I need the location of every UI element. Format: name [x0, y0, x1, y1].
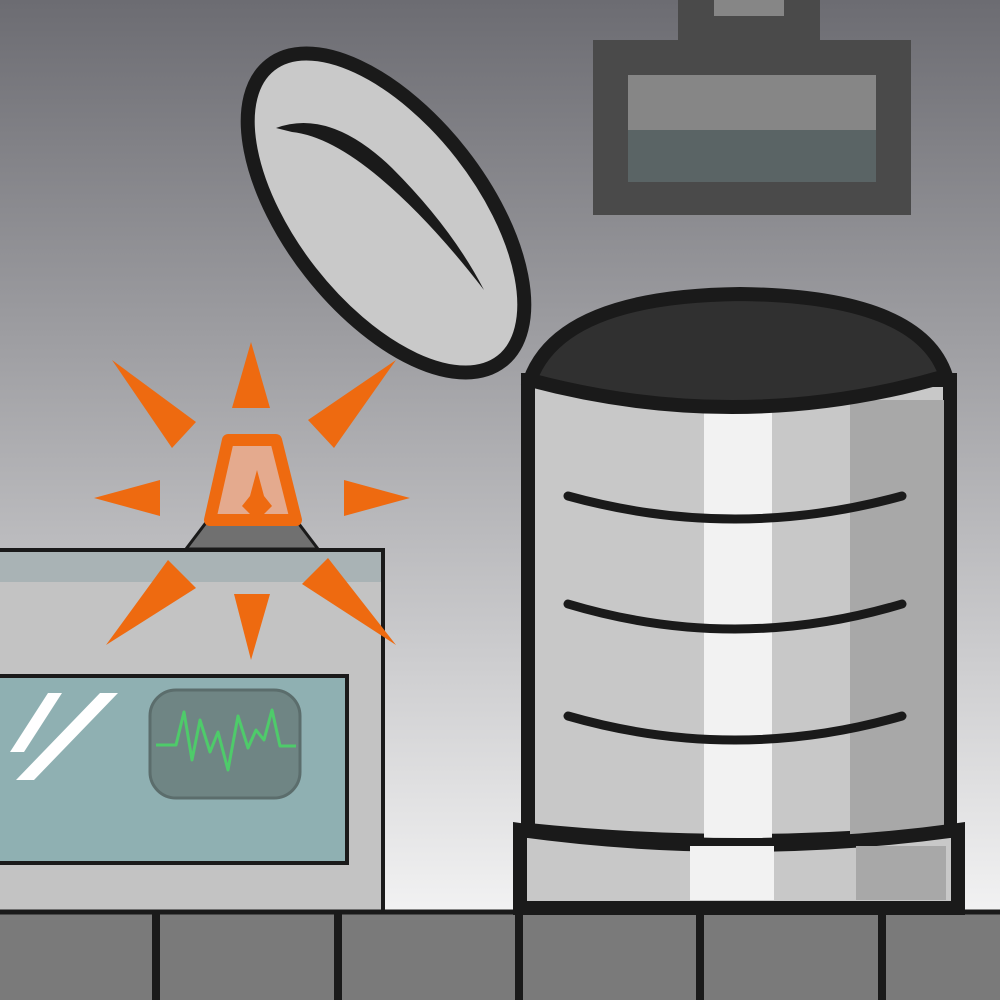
wall-panel-bracket-window — [714, 0, 784, 16]
alarm-ray — [94, 480, 160, 516]
heartbeat-monitor-icon — [148, 688, 302, 800]
can-lid — [240, 46, 532, 380]
tin-can — [513, 286, 965, 915]
alarm-ray — [302, 558, 396, 645]
can-open-top — [520, 286, 955, 415]
alarm-ray — [234, 594, 270, 660]
alarm-dome — [204, 434, 302, 526]
can-ridge — [563, 711, 907, 745]
alarm-light-icon — [94, 342, 410, 660]
screen-glare-2 — [16, 693, 118, 780]
can-rim-highlight — [690, 846, 774, 900]
factory-floor — [0, 909, 1000, 1000]
can-ridge — [563, 491, 907, 524]
can-highlight-stripe — [704, 400, 772, 840]
can-ridge — [563, 599, 907, 634]
alarm-sparkle — [242, 470, 272, 526]
wall-panel-dark-strip — [628, 130, 876, 182]
heartbeat-trace — [156, 708, 296, 772]
wall-panel-light-strip — [628, 75, 876, 130]
can-rim-shadow — [856, 846, 946, 900]
alarm-ray — [106, 560, 196, 645]
screen-glare — [10, 693, 62, 752]
wall-panel — [593, 0, 911, 215]
floor-base — [0, 909, 1000, 1000]
alarm-ray — [112, 360, 196, 448]
can-shadow-stripe — [850, 400, 944, 840]
alarm-ray — [344, 480, 410, 516]
alarm-ray — [308, 360, 396, 448]
alarm-ray — [232, 342, 270, 408]
console-machine — [0, 548, 385, 922]
